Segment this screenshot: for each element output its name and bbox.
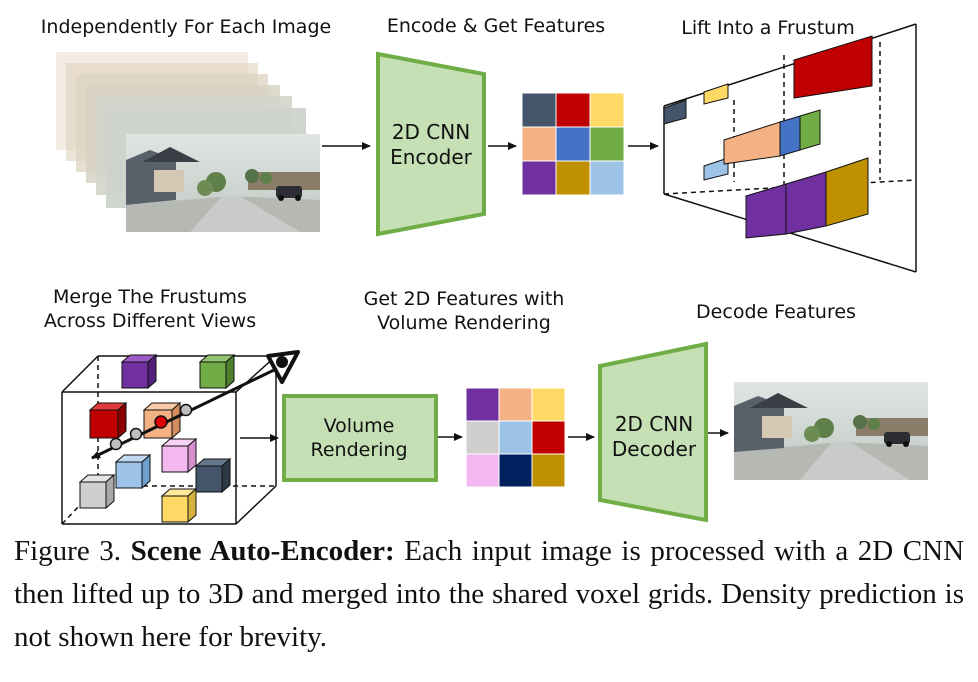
feature-cell bbox=[555, 126, 591, 162]
feature-cell bbox=[589, 92, 625, 128]
voxel-slate bbox=[194, 457, 232, 494]
figure-diagram: Independently For Each Image Encode & Ge… bbox=[41, 15, 928, 525]
ray-sample bbox=[109, 437, 123, 451]
feature-cell bbox=[498, 453, 533, 488]
feature-cell bbox=[465, 453, 500, 488]
feature-cell bbox=[498, 420, 533, 455]
voxel-green bbox=[198, 353, 236, 390]
label-merge-2: Across Different Views bbox=[44, 310, 256, 332]
input-image-stack bbox=[56, 52, 320, 232]
voxel-cube bbox=[61, 350, 300, 525]
decoder-label-2: Decoder bbox=[612, 437, 697, 461]
caption-bold: Scene Auto-Encoder: bbox=[130, 535, 395, 567]
voxel-red bbox=[88, 401, 128, 440]
voxel-yellow bbox=[160, 487, 198, 524]
ray-sample bbox=[129, 427, 143, 441]
feature-cell bbox=[465, 420, 500, 455]
ray-samples bbox=[109, 403, 193, 451]
frustum-features bbox=[663, 35, 873, 239]
feature-cell bbox=[589, 160, 625, 196]
feature-cell bbox=[465, 387, 500, 422]
label-merge-1: Merge The Frustums bbox=[53, 286, 247, 308]
decoder-label-1: 2D CNN bbox=[615, 412, 693, 436]
feature-grid-bottom bbox=[465, 387, 566, 488]
caption-prefix: Figure 3. bbox=[14, 535, 131, 567]
front-road-image bbox=[126, 134, 320, 232]
feature-cell bbox=[521, 92, 557, 128]
ray-sample-active bbox=[154, 415, 168, 429]
ray-sample bbox=[179, 403, 193, 417]
volume-label-1: Volume bbox=[324, 415, 395, 437]
encoder-label-1: 2D CNN bbox=[392, 120, 470, 144]
feature-cell bbox=[498, 387, 533, 422]
label-encode: Encode & Get Features bbox=[387, 15, 605, 37]
voxel-blue bbox=[114, 453, 152, 490]
output-road-image bbox=[734, 382, 928, 480]
feature-cell bbox=[531, 387, 566, 422]
voxel-purple bbox=[120, 353, 158, 390]
label-volume-1: Get 2D Features with bbox=[364, 288, 565, 310]
feature-cell bbox=[555, 160, 591, 196]
label-decode: Decode Features bbox=[696, 301, 856, 323]
label-independently: Independently For Each Image bbox=[41, 16, 331, 38]
feature-grid-top bbox=[521, 92, 625, 196]
label-volume-2: Volume Rendering bbox=[377, 312, 551, 334]
feature-cell bbox=[531, 420, 566, 455]
feature-cell bbox=[555, 92, 591, 128]
voxel-peach bbox=[142, 401, 182, 440]
caption-body: Each input image is processed with a 2D … bbox=[14, 535, 965, 653]
feature-cell bbox=[521, 160, 557, 196]
encoder-block: 2D CNN Encoder bbox=[376, 51, 486, 237]
feature-cell bbox=[589, 126, 625, 162]
voxel-pink bbox=[160, 437, 198, 474]
figure-caption: Figure 3. Scene Auto-Encoder: Each input… bbox=[14, 530, 964, 659]
voxel-gray bbox=[78, 473, 116, 510]
volume-label-2: Rendering bbox=[310, 439, 407, 461]
encoder-label-2: Encoder bbox=[390, 145, 473, 169]
feature-cell bbox=[521, 126, 557, 162]
label-lift: Lift Into a Frustum bbox=[681, 17, 854, 39]
feature-cell bbox=[531, 453, 566, 488]
decoder-block: 2D CNN Decoder bbox=[598, 341, 708, 523]
volume-rendering-block: Volume Rendering bbox=[282, 394, 438, 482]
eye-icon bbox=[266, 350, 300, 384]
